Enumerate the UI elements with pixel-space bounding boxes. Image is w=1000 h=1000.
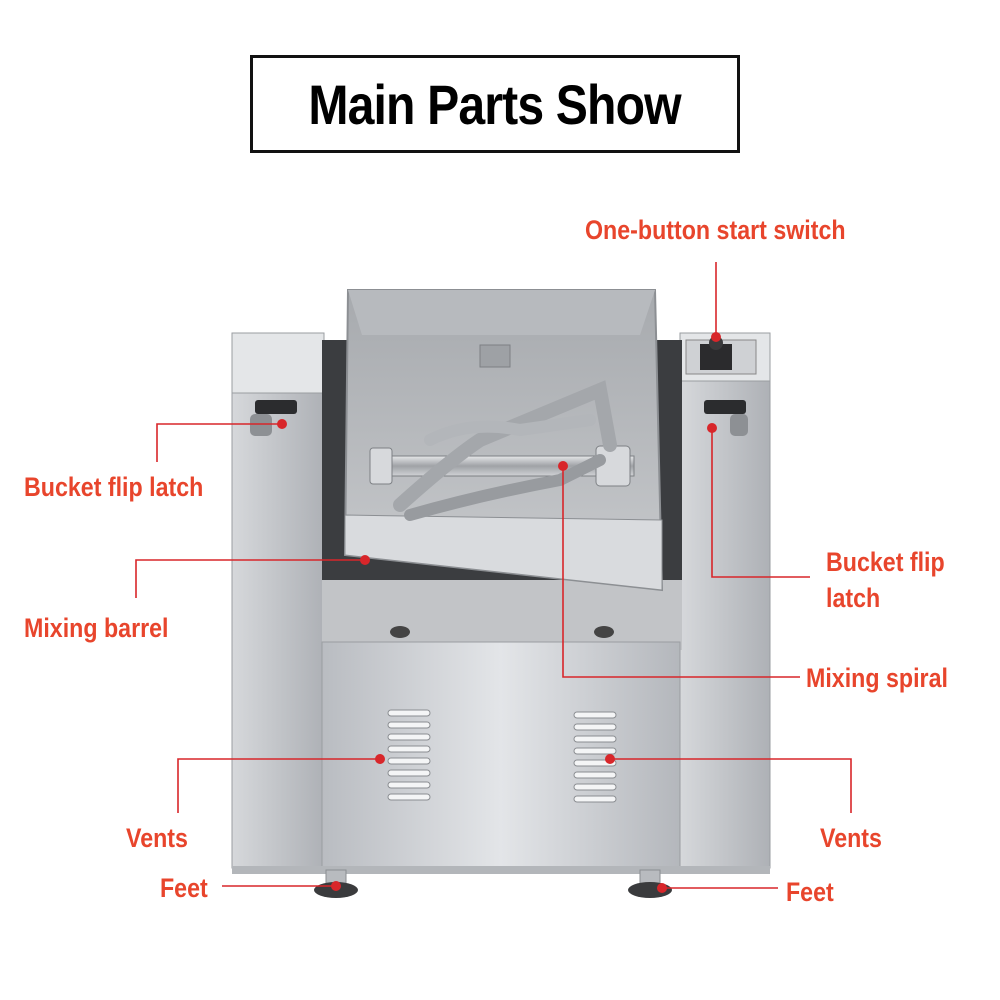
label-latch-left: Bucket flip latch (24, 472, 204, 502)
tray (322, 580, 682, 650)
page-title: Main Parts Show (308, 72, 682, 136)
mixing-spiral-part (369, 380, 635, 521)
start-switch (685, 336, 757, 375)
leader-barrel (135, 559, 365, 598)
label-spiral: Mixing spiral (806, 663, 948, 693)
label-feet-left: Feet (160, 873, 208, 903)
leader-lines (135, 262, 852, 889)
front-cabinet (321, 641, 681, 869)
vents-right-part (573, 711, 617, 803)
vents-left-part (387, 709, 431, 801)
label-latch-right-line1: Bucket flip (826, 547, 945, 577)
feet-right-part (628, 869, 672, 898)
latch-left-part (250, 400, 297, 436)
label-latch-right-line2: latch (826, 583, 881, 613)
label-vents-left: Vents (126, 823, 188, 853)
leader-vents-left (177, 758, 380, 813)
label-barrel: Mixing barrel (24, 613, 169, 643)
leader-latch-right (711, 428, 810, 578)
leader-dots (277, 332, 721, 893)
label-switch: One-button start switch (585, 215, 846, 245)
leader-vents-right (610, 758, 852, 813)
leader-spiral (562, 466, 800, 678)
label-vents-right: Vents (820, 823, 882, 853)
base-strip (232, 866, 770, 874)
leader-latch-left (156, 423, 282, 462)
latch-right-part (704, 400, 748, 436)
title-box: Main Parts Show (250, 55, 740, 153)
label-feet-right: Feet (786, 877, 834, 907)
